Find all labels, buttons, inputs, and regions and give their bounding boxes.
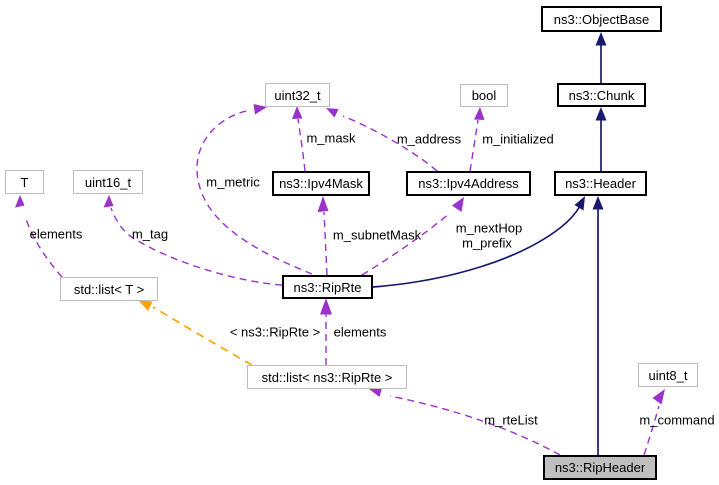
member-edge-m-tag <box>103 195 283 286</box>
node-uint16-t: uint16_t <box>73 170 143 194</box>
member-edge-elements-left <box>15 195 63 278</box>
member-edge-m-nexthop-prefix <box>361 197 464 276</box>
edge-label-m-nexthop: m_nextHop <box>455 220 523 236</box>
node-uint32-t: uint32_t <box>265 83 330 107</box>
member-edge-m-rtelist <box>369 388 561 456</box>
node-bool: bool <box>460 84 508 107</box>
node-std-list-ns3-riprte: std::list< ns3::RipRte > <box>247 365 407 389</box>
edge-label-m-rtelist: m_rteList <box>484 412 538 428</box>
edge-label-m-subnetmask: m_subnetMask <box>332 227 422 243</box>
member-edge-elements-right <box>320 298 332 365</box>
template-edge-list-instantiation <box>138 300 253 366</box>
inheritance-edge-riprte-header <box>372 196 585 288</box>
member-edge-m-address <box>326 108 438 172</box>
edge-label-m-command: m_command <box>639 412 715 428</box>
node-std-list-t: std::list< T > <box>60 277 158 301</box>
node-ns3-riprte[interactable]: ns3::RipRte <box>282 275 373 299</box>
inheritance-edge-chunk-objectbase <box>595 32 607 83</box>
inheritance-edge-header-chunk <box>595 107 607 171</box>
edge-label-template-args: < ns3::RipRte > <box>229 324 321 340</box>
edge-label-m-address: m_address <box>396 131 462 147</box>
node-ns3-ipv4mask[interactable]: ns3::Ipv4Mask <box>272 171 370 196</box>
edge-label-m-prefix: m_prefix <box>462 235 512 251</box>
node-ns3-ipv4address[interactable]: ns3::Ipv4Address <box>406 171 531 196</box>
edge-label-m-initialized: m_initialized <box>482 131 554 147</box>
edge-label-m-mask: m_mask <box>306 130 356 146</box>
member-edge-m-initialized <box>469 107 485 172</box>
edge-label-elements-left: elements <box>29 226 83 242</box>
member-edge-m-command <box>643 389 665 456</box>
node-t: T <box>5 170 44 194</box>
member-edge-m-metric <box>196 104 313 275</box>
node-ns3-ripheader-focal: ns3::RipHeader <box>543 455 657 480</box>
node-ns3-objectbase[interactable]: ns3::ObjectBase <box>541 6 662 32</box>
inheritance-edge-ripheader-header <box>592 196 604 455</box>
edge-label-elements-right: elements <box>333 324 387 340</box>
member-edge-m-mask <box>292 106 306 172</box>
member-edge-m-subnetmask <box>317 196 329 276</box>
node-ns3-chunk[interactable]: ns3::Chunk <box>557 83 646 107</box>
edge-label-m-tag: m_tag <box>131 226 169 242</box>
node-ns3-header[interactable]: ns3::Header <box>554 171 647 196</box>
node-uint8-t: uint8_t <box>638 363 698 387</box>
edge-label-m-metric: m_metric <box>206 174 260 190</box>
